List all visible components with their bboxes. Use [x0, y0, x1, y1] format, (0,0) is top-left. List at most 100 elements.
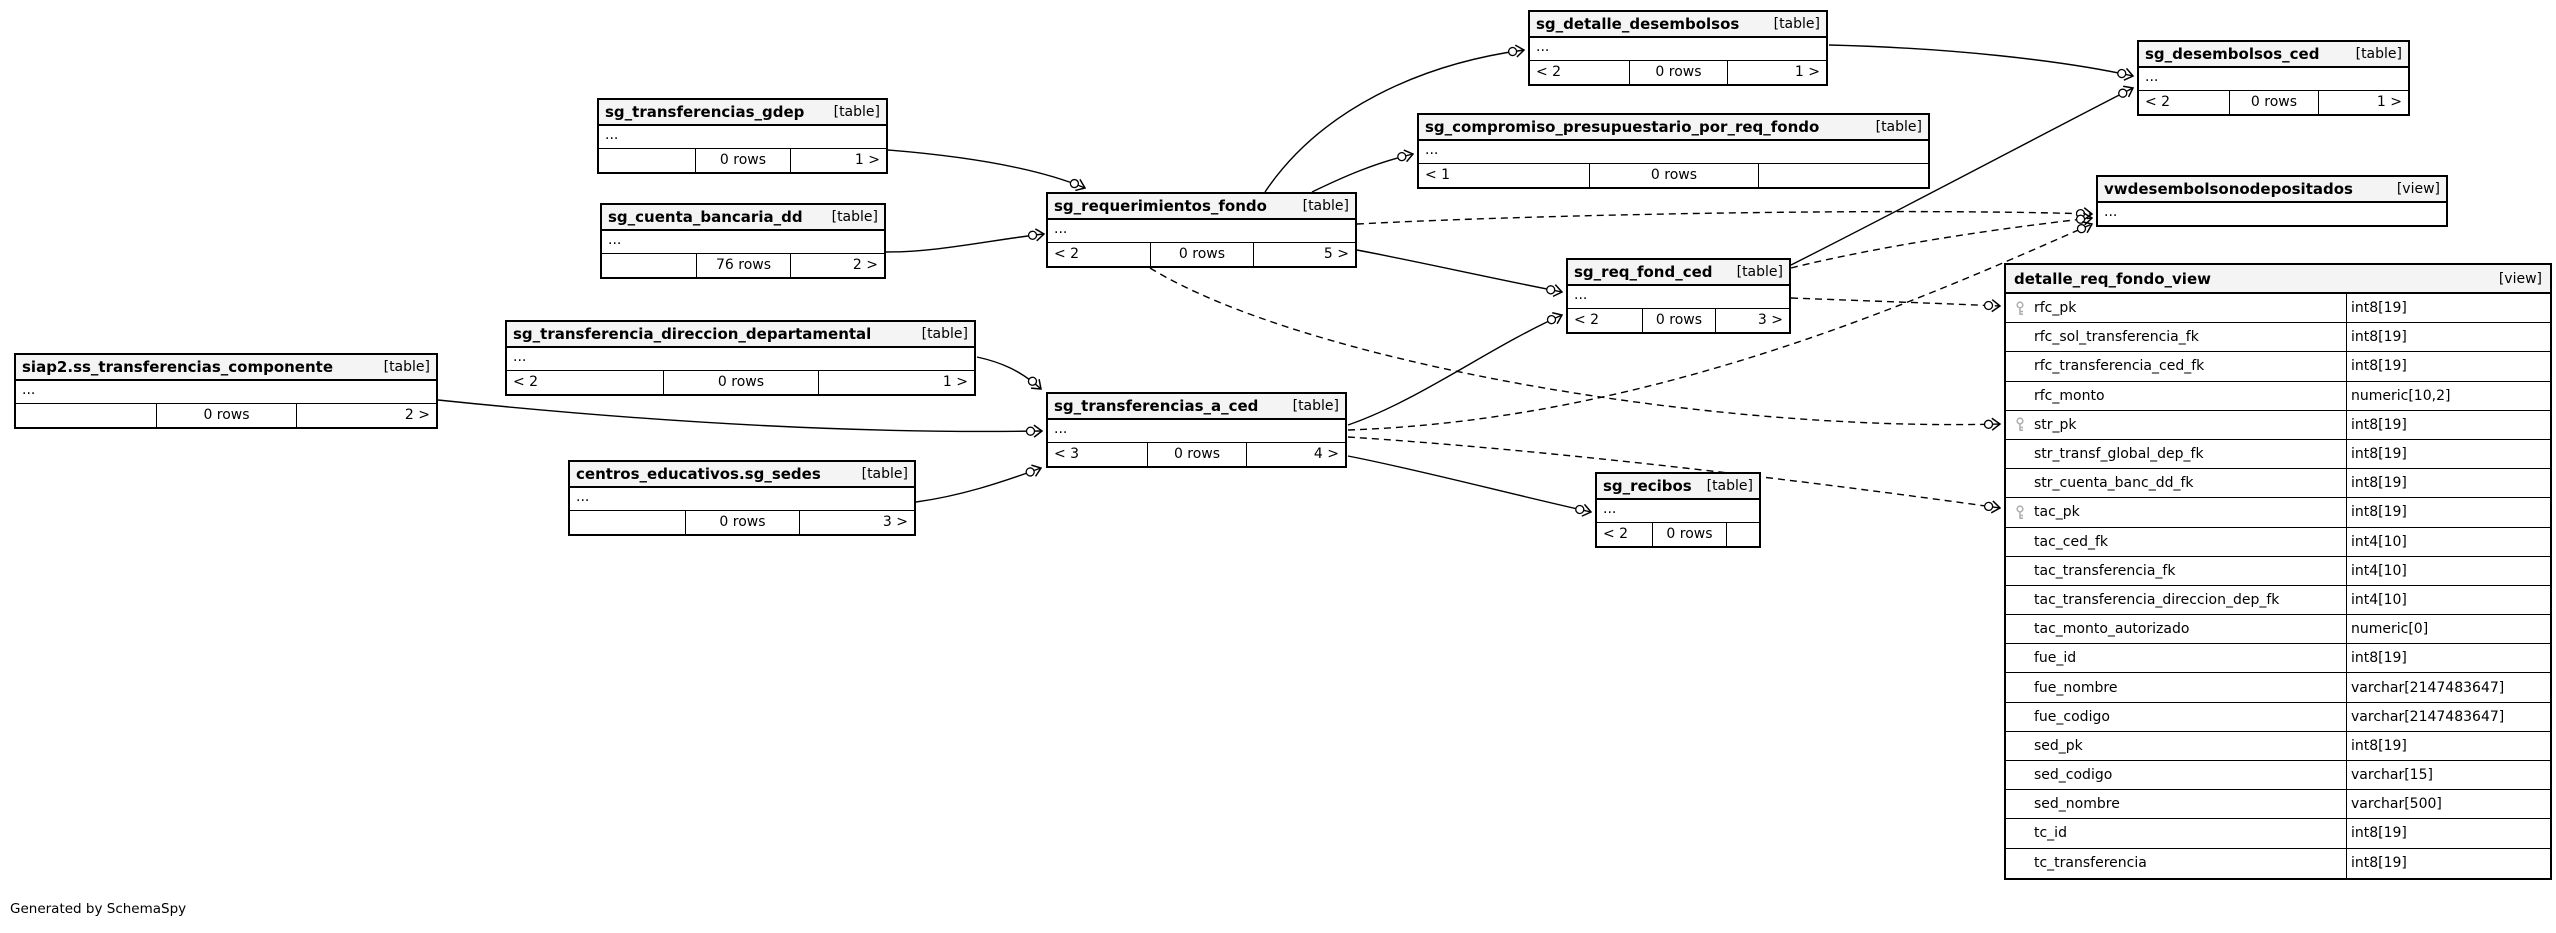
- entity-kind: [table]: [2355, 46, 2402, 62]
- parents-count[interactable]: < 2: [1536, 64, 1562, 80]
- entity-sg-transferencias-gdep[interactable]: sg_transferencias_gdep [table] ... 0 row…: [597, 98, 888, 174]
- parents-count[interactable]: < 1: [1425, 167, 1451, 183]
- entity-footer: < 2 0 rows 1 >: [507, 370, 974, 394]
- children-count[interactable]: 2 >: [296, 404, 436, 427]
- view-column-row[interactable]: sed_pk int8[19]: [2006, 731, 2550, 761]
- view-column-row[interactable]: tac_pk int8[19]: [2006, 498, 2550, 528]
- column-type: int4[10]: [2346, 556, 2550, 585]
- column-name: sed_codigo: [2034, 767, 2113, 784]
- entity-sg-requerimientos-fondo[interactable]: sg_requerimientos_fondo [table] ... < 2 …: [1046, 192, 1357, 268]
- view-column-row[interactable]: tac_transferencia_fk int4[10]: [2006, 556, 2550, 586]
- parents-count[interactable]: < 2: [2145, 94, 2171, 110]
- column-type: int8[19]: [2346, 294, 2550, 323]
- column-name: str_cuenta_banc_dd_fk: [2034, 475, 2194, 492]
- children-count[interactable]: 1 >: [1727, 61, 1826, 84]
- parents-count[interactable]: < 2: [1603, 526, 1629, 542]
- entity-title[interactable]: sg_detalle_desembolsos: [1536, 15, 1740, 33]
- entity-centros-educativos-sg-sedes[interactable]: centros_educativos.sg_sedes [table] ... …: [568, 460, 916, 536]
- entity-kind: [table]: [1302, 198, 1349, 214]
- entity-footer: < 2 0 rows 1 >: [2139, 90, 2408, 114]
- entity-title[interactable]: siap2.ss_transferencias_componente: [22, 358, 333, 376]
- view-column-row[interactable]: rfc_sol_transferencia_fk int8[19]: [2006, 323, 2550, 353]
- view-column-row[interactable]: fue_id int8[19]: [2006, 644, 2550, 674]
- column-type: numeric[10,2]: [2346, 381, 2550, 410]
- entity-footer: < 2 0 rows 3 >: [1568, 308, 1789, 332]
- rel-requerimientos-to-vwdesembolso: [1356, 212, 2092, 225]
- children-count[interactable]: 3 >: [799, 511, 914, 534]
- entity-sg-desembolsos-ced[interactable]: sg_desembolsos_ced [table] ... < 2 0 row…: [2137, 40, 2410, 116]
- entity-title[interactable]: detalle_req_fondo_view: [2014, 269, 2211, 288]
- entity-title[interactable]: sg_compromiso_presupuestario_por_req_fon…: [1425, 118, 1820, 136]
- column-type: int8[19]: [2346, 644, 2550, 673]
- entity-sg-recibos[interactable]: sg_recibos [table] ... < 2 0 rows: [1595, 472, 1761, 548]
- rel-req-fond-ced-to-detalle-view-rfc: [1790, 297, 2000, 306]
- view-column-row[interactable]: tac_ced_fk int4[10]: [2006, 527, 2550, 557]
- view-column-row[interactable]: tc_id int8[19]: [2006, 819, 2550, 849]
- children-count[interactable]: 1 >: [818, 371, 974, 394]
- entity-siap2-ss-transferencias-componente[interactable]: siap2.ss_transferencias_componente [tabl…: [14, 353, 438, 429]
- view-column-row[interactable]: tac_monto_autorizado numeric[0]: [2006, 615, 2550, 645]
- entity-title[interactable]: sg_transferencias_gdep: [605, 103, 805, 121]
- column-name: rfc_pk: [2034, 300, 2077, 317]
- view-column-row[interactable]: fue_codigo varchar[2147483647]: [2006, 702, 2550, 732]
- entity-title[interactable]: sg_transferencias_a_ced: [1054, 397, 1259, 415]
- entity-title[interactable]: vwdesembolsonodepositados: [2104, 180, 2353, 198]
- view-column-row[interactable]: str_pk int8[19]: [2006, 410, 2550, 440]
- view-column-row[interactable]: rfc_pk int8[19]: [2006, 294, 2550, 324]
- entity-kind: [table]: [861, 466, 908, 482]
- view-column-row[interactable]: sed_codigo varchar[15]: [2006, 761, 2550, 791]
- entity-footer: 76 rows 2 >: [602, 253, 884, 277]
- row-count: 0 rows: [156, 404, 296, 427]
- row-count: 0 rows: [694, 149, 791, 172]
- entity-sg-cuenta-bancaria-dd[interactable]: sg_cuenta_bancaria_dd [table] ... 76 row…: [600, 203, 886, 279]
- children-count[interactable]: 3 >: [1715, 309, 1789, 332]
- entity-header: sg_requerimientos_fondo [table]: [1048, 194, 1355, 220]
- view-column-row[interactable]: fue_nombre varchar[2147483647]: [2006, 673, 2550, 703]
- parents-count[interactable]: < 2: [1574, 312, 1600, 328]
- entity-title[interactable]: sg_req_fond_ced: [1574, 263, 1713, 281]
- entity-title[interactable]: centros_educativos.sg_sedes: [576, 465, 821, 483]
- rel-transferencias-a-ced-to-req-fond-ced: [1347, 315, 1562, 426]
- entity-header: centros_educativos.sg_sedes [table]: [570, 462, 914, 488]
- column-name: tac_transferencia_fk: [2034, 562, 2176, 579]
- column-type: int4[10]: [2346, 527, 2550, 556]
- entity-kind: [table]: [1736, 264, 1783, 280]
- entity-header: sg_cuenta_bancaria_dd [table]: [602, 205, 884, 231]
- columns-ellipsis: ...: [1603, 501, 1617, 517]
- entity-title[interactable]: sg_requerimientos_fondo: [1054, 197, 1267, 215]
- parents-count[interactable]: < 3: [1054, 446, 1080, 462]
- entity-sg-transferencias-a-ced[interactable]: sg_transferencias_a_ced [table] ... < 3 …: [1046, 392, 1347, 468]
- view-column-row[interactable]: tac_transferencia_direccion_dep_fk int4[…: [2006, 585, 2550, 616]
- column-type: varchar[15]: [2346, 761, 2550, 790]
- entity-header: sg_transferencias_a_ced [table]: [1048, 394, 1345, 420]
- entity-title[interactable]: sg_cuenta_bancaria_dd: [608, 208, 803, 226]
- children-count[interactable]: 1 >: [790, 149, 886, 172]
- view-column-row[interactable]: tc_transferencia int8[19]: [2006, 848, 2550, 878]
- children-count[interactable]: 2 >: [790, 254, 884, 277]
- view-column-row[interactable]: rfc_transferencia_ced_fk int8[19]: [2006, 352, 2550, 382]
- entity-sg-detalle-desembolsos[interactable]: sg_detalle_desembolsos [table] ... < 2 0…: [1528, 10, 1828, 86]
- parents-count[interactable]: < 2: [513, 374, 539, 390]
- children-count[interactable]: 1 >: [2318, 91, 2408, 114]
- entity-title[interactable]: sg_transferencia_direccion_departamental: [513, 325, 872, 343]
- entity-title[interactable]: sg_desembolsos_ced: [2145, 45, 2320, 63]
- entity-title[interactable]: sg_recibos: [1603, 477, 1692, 495]
- entity-detalle-req-fondo-view[interactable]: detalle_req_fondo_view [view] rfc_pk int…: [2004, 263, 2552, 880]
- view-column-row[interactable]: sed_nombre varchar[500]: [2006, 790, 2550, 820]
- entity-sg-req-fond-ced[interactable]: sg_req_fond_ced [table] ... < 2 0 rows 3…: [1566, 258, 1791, 334]
- column-name: sed_nombre: [2034, 796, 2120, 813]
- view-column-row[interactable]: str_transf_global_dep_fk int8[19]: [2006, 439, 2550, 470]
- entity-vwdesembolsonodepositados[interactable]: vwdesembolsonodepositados [view] ...: [2096, 175, 2448, 227]
- column-type: numeric[0]: [2346, 615, 2550, 644]
- children-count[interactable]: 5 >: [1252, 243, 1355, 266]
- parents-count[interactable]: < 2: [1054, 246, 1080, 262]
- children-count[interactable]: 4 >: [1246, 443, 1345, 466]
- entity-sg-compromiso-presupuestario[interactable]: sg_compromiso_presupuestario_por_req_fon…: [1417, 113, 1930, 189]
- columns-ellipsis: ...: [608, 232, 622, 248]
- column-name: tac_ced_fk: [2034, 533, 2108, 550]
- view-column-row[interactable]: rfc_monto numeric[10,2]: [2006, 381, 2550, 411]
- column-name: fue_nombre: [2034, 679, 2118, 696]
- entity-sg-transferencia-direccion-departamental[interactable]: sg_transferencia_direccion_departamental…: [505, 320, 976, 396]
- entity-kind: [table]: [1773, 16, 1820, 32]
- view-column-row[interactable]: str_cuenta_banc_dd_fk int8[19]: [2006, 469, 2550, 499]
